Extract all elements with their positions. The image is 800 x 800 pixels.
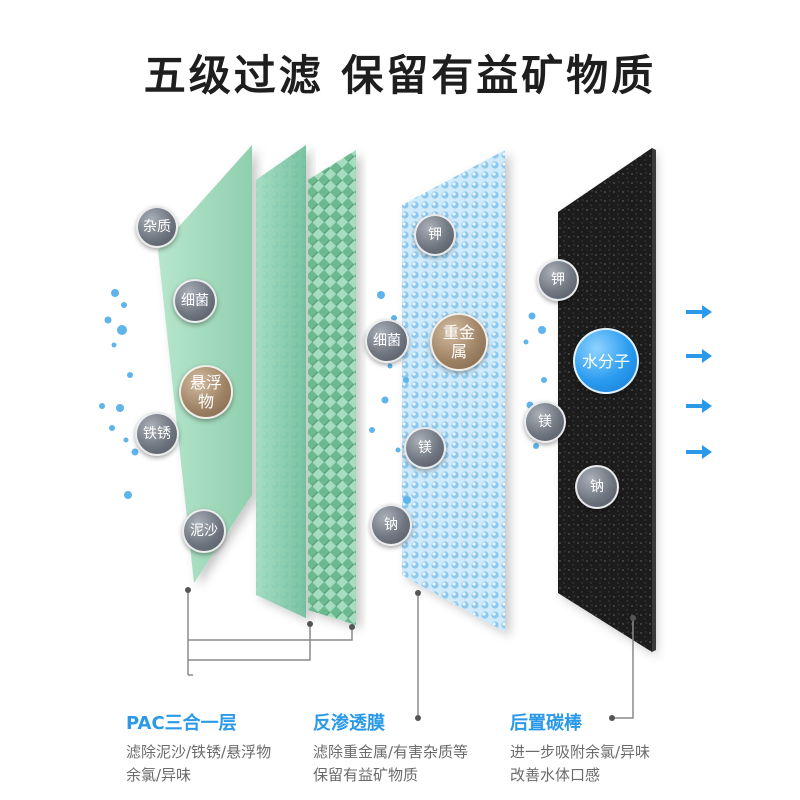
particle-potassium: 钾 [537,259,579,301]
water-droplets [99,289,555,504]
ro-membrane-layer [402,150,505,632]
flow-arrow-icon [686,445,712,459]
particle-impurity: 杂质 [136,206,178,248]
caption-ro-line1: 滤除重金属/有害杂质等 [313,743,469,761]
caption-carbon-title: 后置碳棒 [510,713,582,734]
caption-ro-title: 反渗透膜 [313,713,385,734]
particle-heavy-metal: 重金属 [430,313,488,371]
flow-arrow-icon [686,349,712,363]
particle-sodium: 钠 [575,465,619,509]
caption-pac-line1: 滤除泥沙/铁锈/悬浮物 [126,743,272,761]
caption-ro-line2: 保留有益矿物质 [313,766,419,784]
particle-potassium: 钾 [414,214,456,256]
particle-bacteria: 细菌 [365,319,409,363]
caption-carbon-line2: 改善水体口感 [510,766,601,784]
particle-bacteria: 细菌 [173,279,217,323]
page-title: 五级过滤 保留有益矿物质 [143,51,657,100]
particle-water-molecule: 水分子 [573,328,639,394]
pac-layer-1 [158,145,252,583]
particle-rust: 铁锈 [135,412,179,456]
particle-sodium: 钠 [370,504,412,546]
leader-lines [187,588,634,719]
flow-arrow-icon [686,399,712,413]
particle-magnesium: 镁 [524,401,566,443]
caption-carbon-line1: 进一步吸附余氯/异味 [510,743,651,761]
particle-suspended-matter: 悬浮物 [179,365,233,419]
pac-layer-3 [308,150,356,625]
flow-arrow-icon [686,305,712,319]
caption-pac-title: PAC三合一层 [126,713,237,734]
caption-pac-line2: 余氯/异味 [126,766,192,784]
particle-magnesium: 镁 [404,427,446,469]
particle-sediment: 泥沙 [182,509,226,553]
carbon-rod-layer [558,148,652,652]
